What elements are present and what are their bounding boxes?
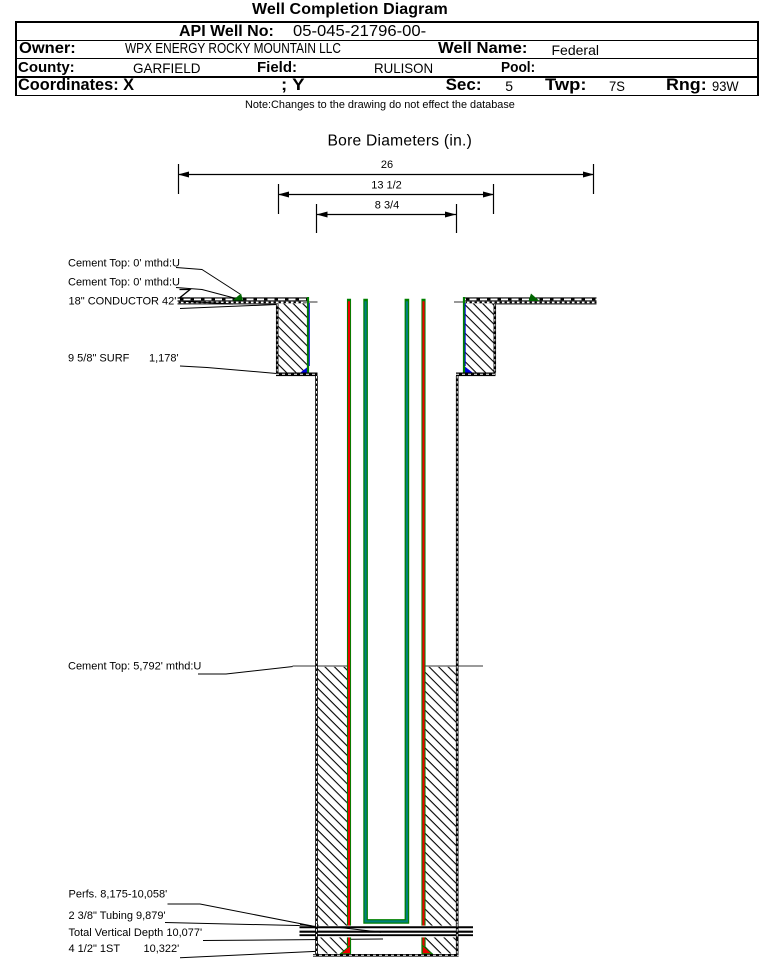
svg-text:Perfs. 8,175-10,058': Perfs. 8,175-10,058' bbox=[69, 888, 168, 900]
svg-text:Total Vertical Depth 10,077': Total Vertical Depth 10,077' bbox=[69, 927, 203, 939]
svg-text:Cement Top: 0' mthd:U: Cement Top: 0' mthd:U bbox=[68, 257, 180, 269]
svg-text:Bore Diameters (in.): Bore Diameters (in.) bbox=[328, 133, 473, 150]
svg-text:4 1/2" 1ST: 4 1/2" 1ST bbox=[69, 943, 121, 955]
svg-text:Cement Top: 0' mthd:U: Cement Top: 0' mthd:U bbox=[68, 276, 180, 288]
svg-text:9 5/8" SURF: 9 5/8" SURF bbox=[68, 352, 130, 364]
svg-text:18" CONDUCTOR 42': 18" CONDUCTOR 42' bbox=[69, 295, 177, 307]
svg-text:1,178': 1,178' bbox=[149, 352, 179, 364]
svg-text:Cement Top: 5,792' mthd:U: Cement Top: 5,792' mthd:U bbox=[68, 660, 201, 672]
svg-text:13 1/2: 13 1/2 bbox=[371, 180, 402, 192]
svg-text:26: 26 bbox=[381, 159, 393, 171]
svg-text:2 3/8" Tubing 9,879': 2 3/8" Tubing 9,879' bbox=[69, 910, 166, 922]
svg-text:10,322': 10,322' bbox=[144, 943, 180, 955]
svg-text:8 3/4: 8 3/4 bbox=[375, 200, 399, 212]
